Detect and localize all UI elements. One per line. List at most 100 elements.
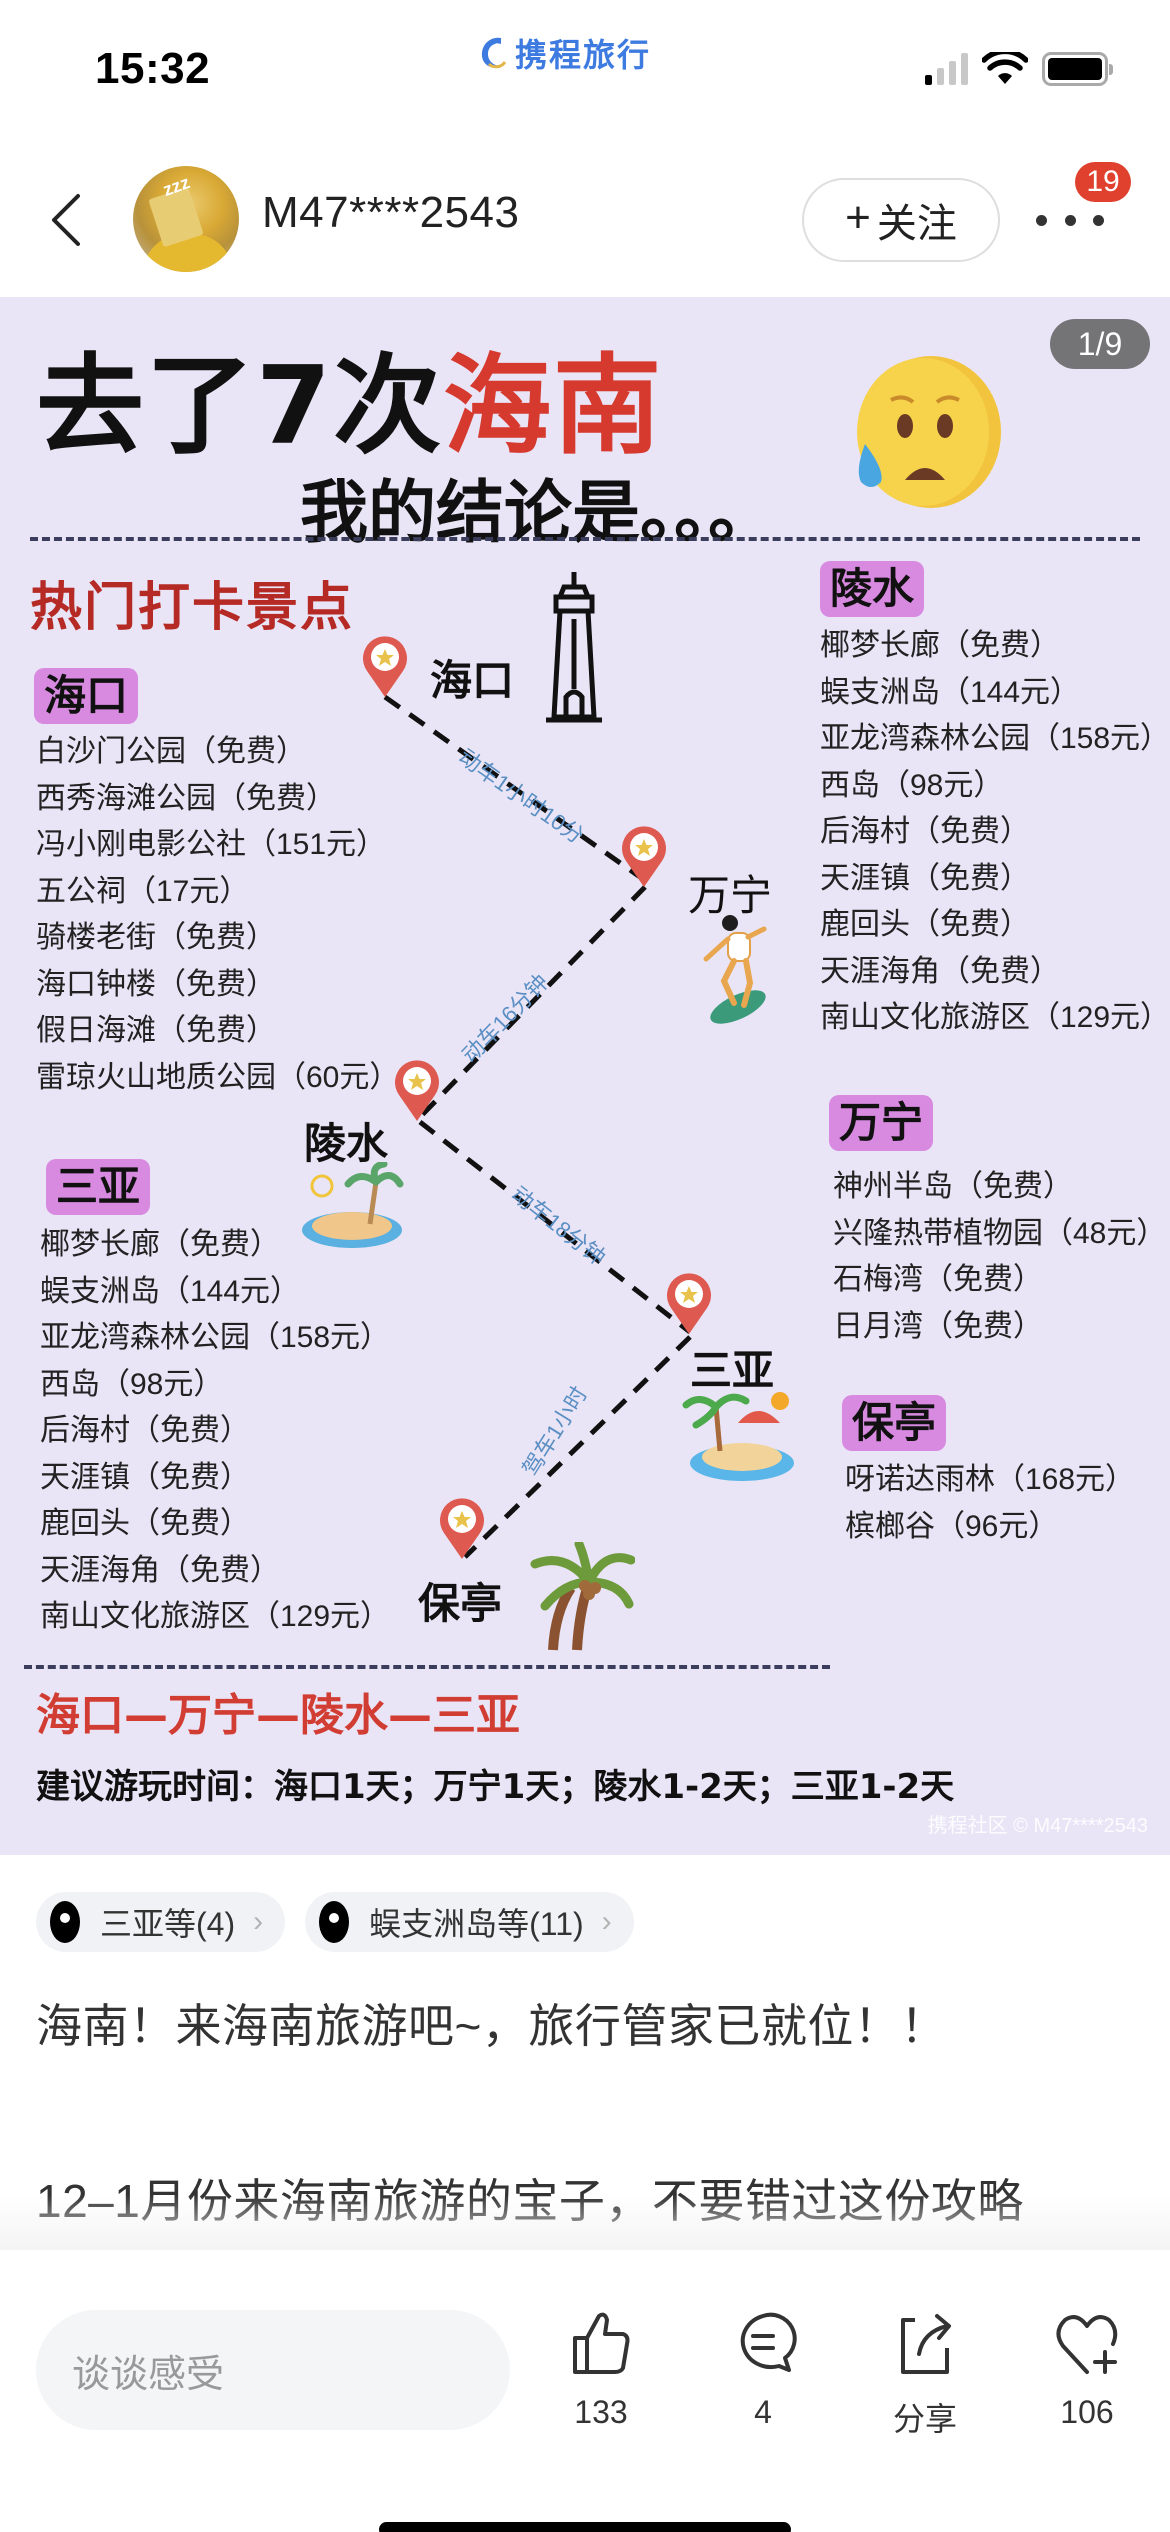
spot-list-lingshui: 椰梦长廊（免费） 蜈支洲岛（144元） 亚龙湾森林公园（158元） 西岛（98元… xyxy=(820,623,1170,1042)
brand-logo: 携程旅行 xyxy=(475,30,651,76)
image-title-highlight: 海南 xyxy=(443,344,664,469)
more-options-button[interactable] xyxy=(1030,195,1110,245)
spot-item: 石梅湾（免费） xyxy=(833,1263,1043,1296)
post-text-line: 海南！来海南旅游吧~，旅行管家已就位！！ xyxy=(36,2000,947,2052)
map-city-label: 陵水 xyxy=(304,1119,389,1168)
surfer-illustration-icon xyxy=(703,915,767,1024)
map-city-label: 海口 xyxy=(430,656,515,705)
divider xyxy=(30,537,1140,541)
like-count: 133 xyxy=(574,2394,628,2430)
image-title: 去了7次海南 xyxy=(36,344,664,469)
map-pin-icon xyxy=(363,636,407,697)
spot-item: 槟榔谷（96元） xyxy=(845,1509,1059,1543)
spot-item: 后海村（免费） xyxy=(820,815,1030,848)
route-map xyxy=(383,572,692,1559)
comment-button[interactable]: 4 xyxy=(708,2308,818,2431)
share-button[interactable]: 分享 xyxy=(870,2308,980,2440)
spot-item: 蜈支洲岛（144元） xyxy=(40,1274,301,1308)
spot-item: 椰梦长廊（免费） xyxy=(40,1228,280,1261)
route-summary: 海口—万宁—陵水—三亚 xyxy=(36,1690,520,1741)
follow-button[interactable]: + 关注 xyxy=(802,178,1000,262)
author-avatar[interactable]: zzz xyxy=(133,166,239,272)
spot-list-wanning: 神州半岛（免费） 兴隆热带植物园（48元） 石梅湾（免费） 日月湾（免费） xyxy=(833,1164,1166,1350)
spot-list-sanya: 椰梦长廊（免费） 蜈支洲岛（144元） 亚龙湾森林公园（158元） 西岛（98元… xyxy=(40,1222,390,1641)
region-tag-baoting: 保亭 xyxy=(842,1395,947,1451)
spot-item: 兴隆热带植物园（48元） xyxy=(833,1216,1167,1250)
spot-list-baoting: 呀诺达雨林（168元） 槟榔谷（96元） xyxy=(845,1457,1135,1550)
spot-item: 天涯镇（免费） xyxy=(820,861,1030,895)
spot-item: 后海村（免费） xyxy=(40,1414,250,1447)
coconut-palm-illustration-icon xyxy=(530,1542,635,1651)
author-username[interactable]: M47****2543 xyxy=(262,188,520,237)
region-tag-sanya: 三亚 xyxy=(46,1159,151,1215)
back-arrow-icon[interactable] xyxy=(42,190,94,250)
image-watermark: 携程社区 © M47****2543 xyxy=(927,1815,1148,1837)
dolphin-logo-icon xyxy=(481,37,507,69)
more-dot-icon xyxy=(1064,214,1076,226)
map-city-label: 保亭 xyxy=(418,1579,503,1628)
plus-icon: + xyxy=(845,193,871,242)
spot-item: 呀诺达雨林（168元） xyxy=(845,1463,1136,1496)
map-city-label: 万宁 xyxy=(688,871,773,920)
sad-face-emoji-icon xyxy=(857,356,1001,508)
status-bar: 15:32 携程旅行 xyxy=(0,0,1170,150)
home-indicator[interactable] xyxy=(379,2522,791,2532)
spot-item: 南山文化旅游区（129元） xyxy=(820,1001,1170,1034)
notification-badge: 19 xyxy=(1075,162,1131,202)
share-label: 分享 xyxy=(892,2401,957,2437)
spot-item: 海口钟楼（免费） xyxy=(36,967,276,1001)
spot-item: 天涯镇（免费） xyxy=(40,1460,250,1494)
favorite-button[interactable]: 106 xyxy=(1032,2308,1142,2431)
comment-input[interactable]: 谈谈感受 xyxy=(36,2310,510,2430)
location-pin-icon xyxy=(319,1901,350,1943)
divider xyxy=(24,1665,830,1669)
beach-umbrella-illustration-icon xyxy=(682,1392,794,1481)
island-palm-illustration-icon xyxy=(302,1162,404,1248)
brand-name: 携程旅行 xyxy=(515,37,652,73)
map-pin-icon xyxy=(395,1060,439,1121)
favorite-count: 106 xyxy=(1060,2394,1114,2430)
like-button[interactable]: 133 xyxy=(546,2308,656,2431)
suggested-duration: 建议游玩时间：海口1天；万宁1天；陵水1-2天；三亚1-2天 xyxy=(36,1767,955,1807)
status-icons xyxy=(925,52,1113,86)
comment-count: 4 xyxy=(754,2394,772,2430)
spot-item: 西秀海滩公园（免费） xyxy=(36,781,336,815)
spot-item: 雷琼火山地质公园（60元） xyxy=(36,1060,400,1094)
map-pin-icon xyxy=(622,826,666,887)
spot-item: 亚龙湾森林公园（158元） xyxy=(40,1321,391,1354)
spot-item: 鹿回头（免费） xyxy=(40,1507,250,1540)
comment-bubble-icon xyxy=(740,2312,797,2372)
spot-item: 假日海滩（免费） xyxy=(36,1014,276,1047)
spot-item: 南山文化旅游区（129元） xyxy=(40,1600,391,1633)
map-pin-icon xyxy=(440,1498,484,1559)
spot-item: 五公祠（17元） xyxy=(36,874,250,908)
lighthouse-icon xyxy=(546,572,602,723)
spot-list-haikou: 白沙门公园（免费） 西秀海滩公园（免费） 冯小刚电影公社（151元） 五公祠（1… xyxy=(36,729,399,1101)
location-chip[interactable]: 蜈支洲岛等(11) › xyxy=(305,1892,634,1952)
more-dot-icon xyxy=(1093,214,1104,226)
map-city-label: 三亚 xyxy=(690,1346,775,1395)
follow-label: 关注 xyxy=(876,202,957,246)
comment-placeholder: 谈谈感受 xyxy=(72,2353,225,2396)
text-fade-overlay xyxy=(0,2195,1170,2255)
region-tag-lingshui: 陵水 xyxy=(820,561,925,617)
location-chip[interactable]: 三亚等(4) › xyxy=(36,1892,286,1952)
spot-item: 蜈支洲岛（144元） xyxy=(820,675,1081,709)
spot-item: 神州半岛（免费） xyxy=(833,1170,1073,1203)
status-time: 15:32 xyxy=(95,44,211,93)
location-chips: 三亚等(4) › 蜈支洲岛等(11) › xyxy=(36,1892,634,1952)
spot-item: 亚龙湾森林公园（158元） xyxy=(820,722,1170,755)
spot-item: 天涯海角（免费） xyxy=(820,954,1060,988)
location-chip-label: 三亚等(4) xyxy=(100,1906,236,1942)
heart-plus-icon xyxy=(1056,2315,1118,2374)
spot-item: 日月湾（免费） xyxy=(833,1309,1043,1343)
chevron-right-icon: › xyxy=(253,1905,264,1938)
post-header: zzz M47****2543 + 关注 19 xyxy=(0,150,1170,295)
share-icon xyxy=(901,2314,951,2374)
spot-item: 冯小刚电影公社（151元） xyxy=(36,828,387,861)
battery-icon xyxy=(1042,52,1113,86)
more-dot-icon xyxy=(1036,214,1047,226)
post-image-carousel[interactable]: 去了7次海南 我的结论是。。。 1/9 热门打卡景点 xyxy=(0,297,1170,1855)
spot-item: 白沙门公园（免费） xyxy=(36,735,306,768)
spot-item: 骑楼老街（免费） xyxy=(36,921,276,954)
